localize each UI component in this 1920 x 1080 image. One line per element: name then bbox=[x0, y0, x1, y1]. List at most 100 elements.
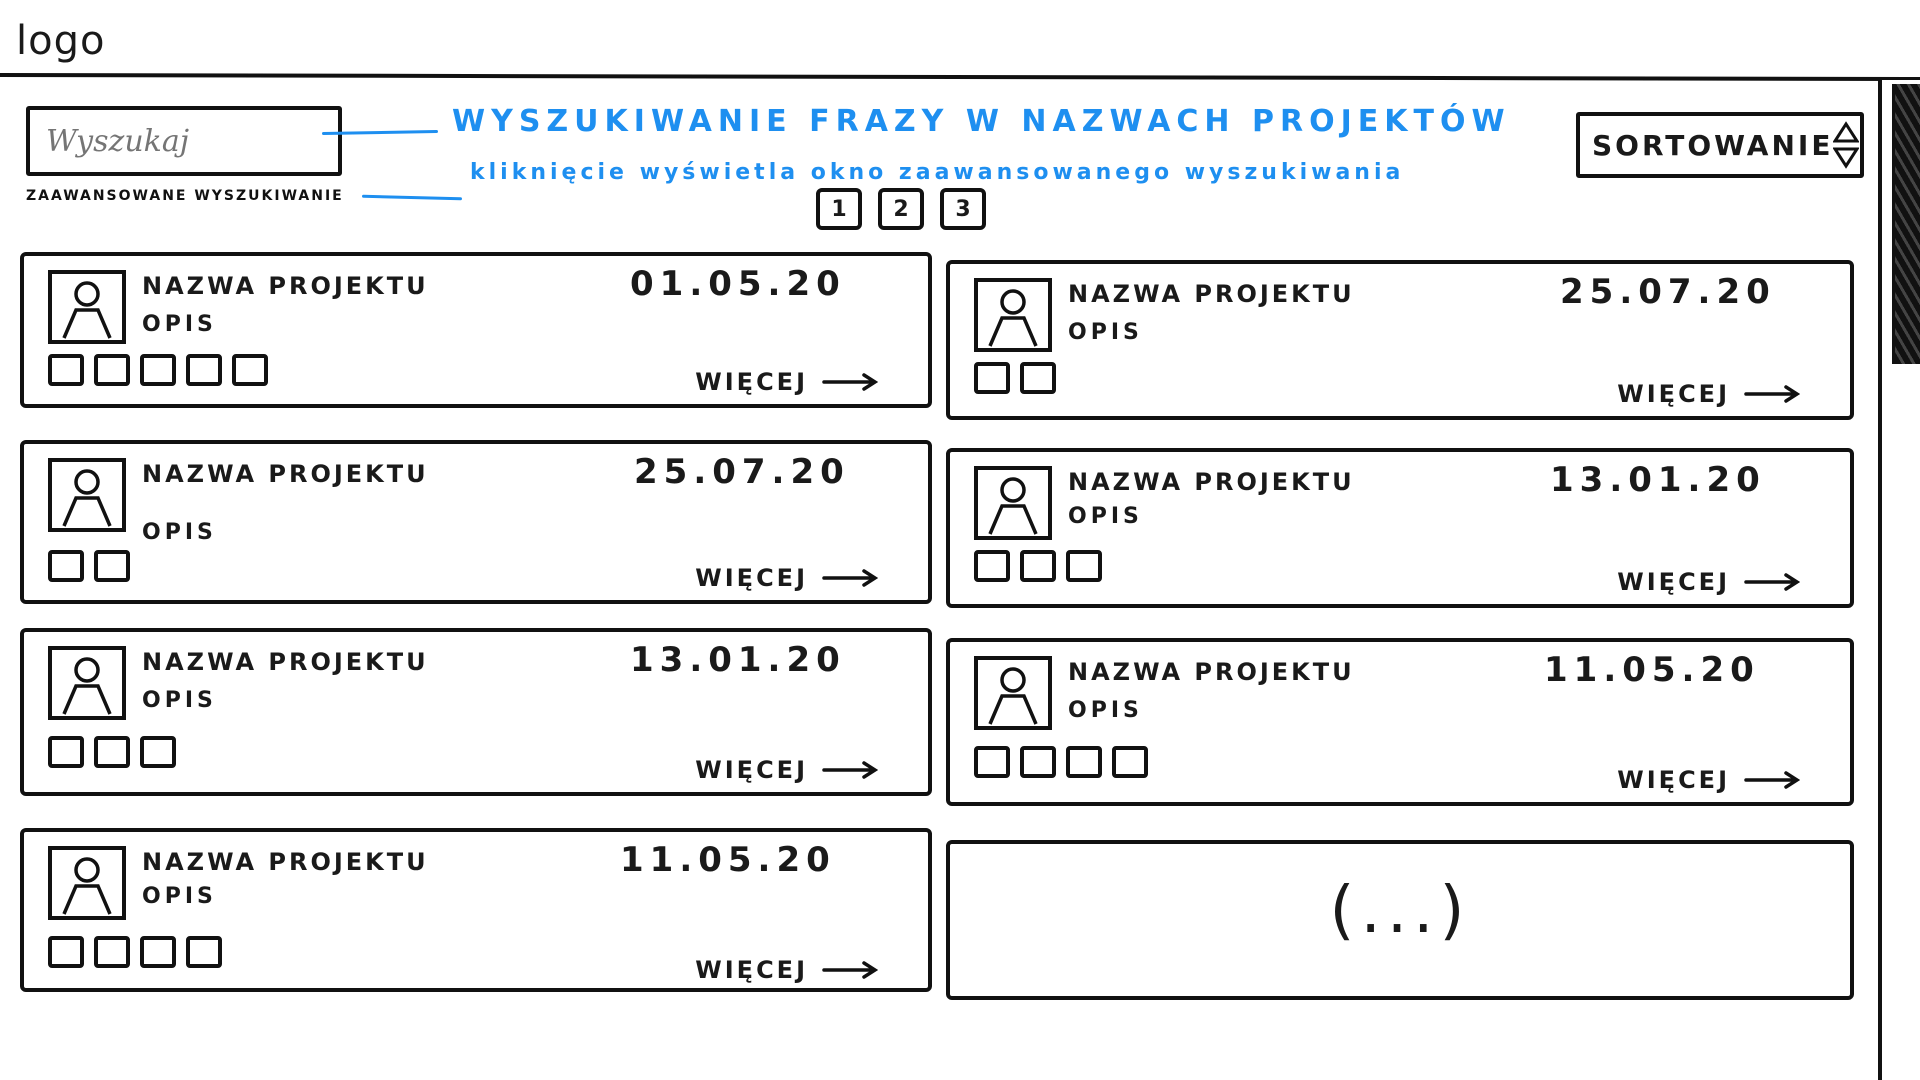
project-tags bbox=[48, 936, 222, 968]
project-tags bbox=[48, 736, 176, 768]
more-link[interactable]: WIĘCEJ bbox=[695, 564, 878, 592]
project-date: 11.05.20 bbox=[1544, 650, 1760, 690]
project-description: OPIS bbox=[142, 520, 217, 545]
project-avatar-icon bbox=[48, 270, 126, 344]
annotation-connector-advanced bbox=[361, 194, 463, 201]
project-avatar-icon bbox=[974, 656, 1052, 730]
tag-box bbox=[48, 736, 84, 768]
more-label: WIĘCEJ bbox=[1617, 568, 1730, 596]
project-tags bbox=[48, 354, 268, 386]
tag-box bbox=[1020, 362, 1056, 394]
arrow-right-icon bbox=[822, 569, 878, 587]
project-card[interactable]: NAZWA PROJEKTU OPIS 11.05.20 WIĘCEJ bbox=[20, 828, 932, 992]
page-button-3[interactable]: 3 bbox=[940, 188, 986, 230]
more-link[interactable]: WIĘCEJ bbox=[695, 956, 878, 984]
project-tags bbox=[974, 550, 1102, 582]
tag-box bbox=[974, 362, 1010, 394]
more-projects-placeholder: (...) bbox=[946, 840, 1854, 1000]
project-tags bbox=[974, 362, 1056, 394]
pagination: 1 2 3 bbox=[816, 188, 986, 230]
sort-arrows-icon bbox=[1833, 121, 1860, 169]
project-title: NAZWA PROJEKTU bbox=[142, 848, 429, 876]
more-label: WIĘCEJ bbox=[695, 564, 808, 592]
more-label: WIĘCEJ bbox=[1617, 380, 1730, 408]
scrollbar-thumb[interactable] bbox=[1892, 84, 1920, 364]
project-date: 13.01.20 bbox=[630, 640, 846, 680]
project-description: OPIS bbox=[142, 312, 217, 337]
more-label: WIĘCEJ bbox=[695, 368, 808, 396]
sort-label: SORTOWANIE bbox=[1592, 128, 1834, 162]
project-avatar-icon bbox=[974, 466, 1052, 540]
arrow-right-icon bbox=[1744, 771, 1800, 789]
tag-box bbox=[48, 550, 84, 582]
more-link[interactable]: WIĘCEJ bbox=[695, 368, 878, 396]
project-title: NAZWA PROJEKTU bbox=[142, 460, 429, 488]
tag-box bbox=[48, 354, 84, 386]
project-date: 25.07.20 bbox=[1560, 272, 1776, 312]
content-right-border bbox=[1878, 80, 1882, 1080]
project-date: 01.05.20 bbox=[630, 264, 846, 304]
tag-box bbox=[94, 736, 130, 768]
advanced-search-link[interactable]: ZAAWANSOWANE WYSZUKIWANIE bbox=[26, 188, 344, 204]
search-input[interactable] bbox=[26, 106, 342, 176]
project-avatar-icon bbox=[974, 278, 1052, 352]
project-avatar-icon bbox=[48, 846, 126, 920]
tag-box bbox=[48, 936, 84, 968]
project-card[interactable]: NAZWA PROJEKTU OPIS 01.05.20 WIĘCEJ bbox=[20, 252, 932, 408]
project-title: NAZWA PROJEKTU bbox=[1068, 658, 1355, 686]
tag-box bbox=[140, 736, 176, 768]
tag-box bbox=[1112, 746, 1148, 778]
project-card[interactable]: NAZWA PROJEKTU OPIS 25.07.20 WIĘCEJ bbox=[20, 440, 932, 604]
project-avatar-icon bbox=[48, 458, 126, 532]
project-date: 25.07.20 bbox=[634, 452, 850, 492]
arrow-right-icon bbox=[822, 961, 878, 979]
more-link[interactable]: WIĘCEJ bbox=[695, 756, 878, 784]
project-description: OPIS bbox=[1068, 320, 1143, 345]
tag-box bbox=[140, 354, 176, 386]
project-card[interactable]: NAZWA PROJEKTU OPIS 13.01.20 WIĘCEJ bbox=[20, 628, 932, 796]
tag-box bbox=[186, 354, 222, 386]
arrow-right-icon bbox=[1744, 573, 1800, 591]
tag-box bbox=[974, 746, 1010, 778]
project-title: NAZWA PROJEKTU bbox=[1068, 280, 1355, 308]
project-date: 13.01.20 bbox=[1550, 460, 1766, 500]
project-description: OPIS bbox=[1068, 698, 1143, 723]
arrow-right-icon bbox=[822, 373, 878, 391]
project-card[interactable]: NAZWA PROJEKTU OPIS 13.01.20 WIĘCEJ bbox=[946, 448, 1854, 608]
project-tags bbox=[48, 550, 130, 582]
project-title: NAZWA PROJEKTU bbox=[1068, 468, 1355, 496]
more-link[interactable]: WIĘCEJ bbox=[1617, 568, 1800, 596]
tag-box bbox=[1020, 746, 1056, 778]
more-link[interactable]: WIĘCEJ bbox=[1617, 766, 1800, 794]
project-description: OPIS bbox=[1068, 504, 1143, 529]
logo[interactable]: logo bbox=[16, 18, 106, 64]
annotation-advanced-note: kliknięcie wyświetla okno zaawansowanego… bbox=[470, 160, 1405, 185]
header-divider bbox=[0, 73, 1920, 82]
page-button-1[interactable]: 1 bbox=[816, 188, 862, 230]
more-label: WIĘCEJ bbox=[1617, 766, 1730, 794]
more-link[interactable]: WIĘCEJ bbox=[1617, 380, 1800, 408]
page-button-2[interactable]: 2 bbox=[878, 188, 924, 230]
tag-box bbox=[1066, 746, 1102, 778]
tag-box bbox=[186, 936, 222, 968]
more-label: WIĘCEJ bbox=[695, 956, 808, 984]
project-card[interactable]: NAZWA PROJEKTU OPIS 25.07.20 WIĘCEJ bbox=[946, 260, 1854, 420]
arrow-right-icon bbox=[1744, 385, 1800, 403]
tag-box bbox=[94, 936, 130, 968]
tag-box bbox=[974, 550, 1010, 582]
project-avatar-icon bbox=[48, 646, 126, 720]
tag-box bbox=[94, 354, 130, 386]
tag-box bbox=[94, 550, 130, 582]
tag-box bbox=[1020, 550, 1056, 582]
project-card[interactable]: NAZWA PROJEKTU OPIS 11.05.20 WIĘCEJ bbox=[946, 638, 1854, 806]
sort-dropdown[interactable]: SORTOWANIE bbox=[1576, 112, 1864, 178]
annotation-search-note: WYSZUKIWANIE FRAZY W NAZWACH PROJEKTÓW bbox=[452, 104, 1511, 139]
tag-box bbox=[140, 936, 176, 968]
project-description: OPIS bbox=[142, 884, 217, 909]
project-title: NAZWA PROJEKTU bbox=[142, 648, 429, 676]
more-label: WIĘCEJ bbox=[695, 756, 808, 784]
project-date: 11.05.20 bbox=[620, 840, 836, 880]
tag-box bbox=[1066, 550, 1102, 582]
tag-box bbox=[232, 354, 268, 386]
